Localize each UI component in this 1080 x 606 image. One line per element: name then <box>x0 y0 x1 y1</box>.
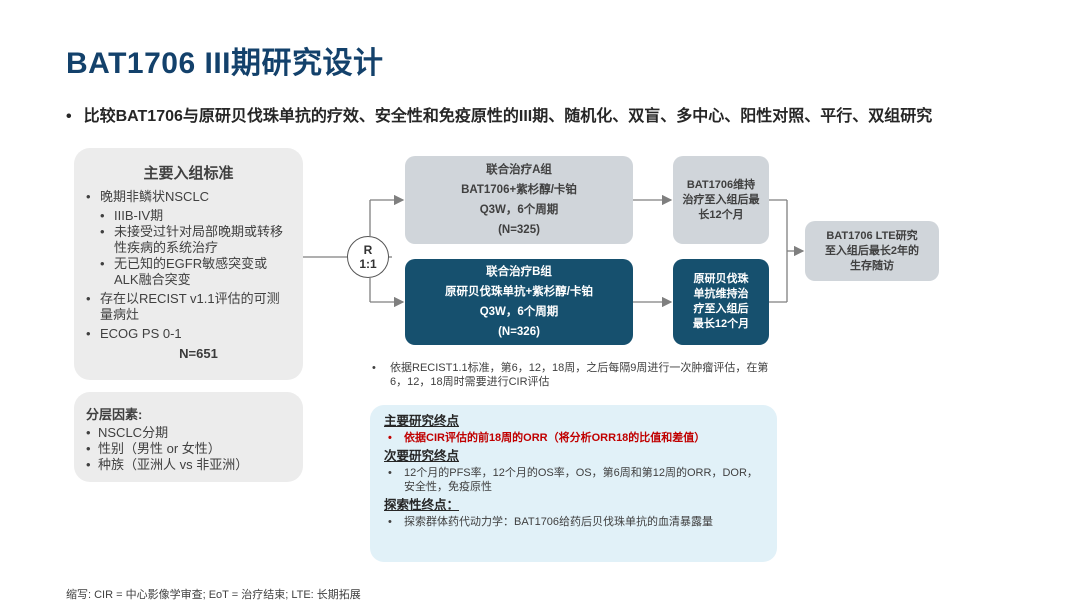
abbreviations-footnote: 缩写: CIR = 中心影像学审查; EoT = 治疗结束; LTE: 长期拓展 <box>66 589 361 601</box>
arm-a-schedule: Q3W，6个周期 <box>479 204 559 216</box>
randomization-label: R <box>363 243 373 257</box>
randomization-ratio: 1:1 <box>359 257 377 271</box>
maintenance-a-line: 长12个月 <box>698 208 744 221</box>
maintenance-a-line: 治疗至入组后最 <box>682 193 760 206</box>
arm-a-box: 联合治疗A组 BAT1706+紫杉醇/卡铂 Q3W，6个周期 (N=325) <box>405 156 633 244</box>
maintenance-b-line: 单抗维持治 <box>693 288 749 300</box>
maintenance-b-box: 原研贝伐珠 单抗维持治 疗至入组后 最长12个月 <box>673 259 769 345</box>
arm-b-name: 联合治疗B组 <box>486 266 552 278</box>
stratification-title: 分层因素: <box>86 407 143 422</box>
arm-b-regimen: 原研贝伐珠单抗+紫杉醇/卡铂 <box>445 286 593 298</box>
primary-endpoint-title: 主要研究终点 <box>384 414 460 428</box>
criterion-subitem: IIIB-IV期 <box>86 208 291 224</box>
stratification-item: 性别（男性 or 女性） <box>86 441 291 457</box>
arm-a-count: (N=325) <box>498 224 540 236</box>
maintenance-a-box: BAT1706维持 治疗至入组后最 长12个月 <box>673 156 769 244</box>
assessment-note: 依据RECIST1.1标准，第6，12，18周，之后每隔9周进行一次肿瘤评估，在… <box>372 361 782 389</box>
study-summary-text: 比较BAT1706与原研贝伐珠单抗的疗效、安全性和免疫原性的III期、随机化、双… <box>83 108 933 125</box>
endpoints-panel: 主要研究终点 依据CIR评估的前18周的ORR（将分析ORR18的比值和差值） … <box>370 405 777 562</box>
arm-b-schedule: Q3W，6个周期 <box>479 306 559 318</box>
exploratory-endpoint-title: 探索性终点： <box>384 498 460 512</box>
criterion-item: 晚期非鳞状NSCLC <box>86 189 291 205</box>
inclusion-criteria-panel: 主要入组标准 晚期非鳞状NSCLC IIIB-IV期 未接受过针对局部晚期或转移… <box>74 148 303 380</box>
maintenance-b-line: 疗至入组后 <box>693 303 749 315</box>
study-summary: •比较BAT1706与原研贝伐珠单抗的疗效、安全性和免疫原性的III期、随机化、… <box>66 108 933 125</box>
criterion-subitem: 无已知的EGFR敏感突变或ALK融合突变 <box>86 256 291 288</box>
maintenance-b-line: 原研贝伐珠 <box>693 273 749 285</box>
arm-a-regimen: BAT1706+紫杉醇/卡铂 <box>461 184 577 196</box>
arm-b-count: (N=326) <box>498 326 540 338</box>
arm-a-name: 联合治疗A组 <box>486 164 552 176</box>
primary-endpoint-item: 依据CIR评估的前18周的ORR（将分析ORR18的比值和差值） <box>384 431 763 445</box>
lte-study-box: BAT1706 LTE研究 至入组后最长2年的 生存随访 <box>805 221 939 281</box>
stratification-panel: 分层因素: NSCLC分期 性别（男性 or 女性） 种族（亚洲人 vs 非亚洲… <box>74 392 303 482</box>
lte-line: 至入组后最长2年的 <box>824 244 920 257</box>
secondary-endpoint-item: 12个月的PFS率，12个月的OS率，OS，第6周和第12周的ORR，DOR，安… <box>384 466 763 494</box>
exploratory-endpoint-item: 探索群体药代动力学：BAT1706给药后贝伐珠单抗的血清暴露量 <box>384 515 763 529</box>
lte-line: BAT1706 LTE研究 <box>826 229 918 242</box>
total-enrollment: N=651 <box>179 346 218 361</box>
arm-b-box: 联合治疗B组 原研贝伐珠单抗+紫杉醇/卡铂 Q3W，6个周期 (N=326) <box>405 259 633 345</box>
criterion-subitem: 未接受过针对局部晚期或转移性疾病的系统治疗 <box>86 224 291 256</box>
maintenance-b-line: 最长12个月 <box>692 318 750 330</box>
randomization-node: R 1:1 <box>347 236 389 278</box>
criterion-item: 存在以RECIST v1.1评估的可测量病灶 <box>86 291 291 323</box>
lte-line: 生存随访 <box>850 259 894 272</box>
page-title: BAT1706 III期研究设计 <box>66 47 384 80</box>
inclusion-criteria-title: 主要入组标准 <box>143 165 234 182</box>
secondary-endpoint-title: 次要研究终点 <box>384 449 460 463</box>
stratification-item: NSCLC分期 <box>86 425 291 441</box>
criterion-item: ECOG PS 0-1 <box>86 326 291 342</box>
stratification-item: 种族（亚洲人 vs 非亚洲） <box>86 457 291 473</box>
maintenance-a-line: BAT1706维持 <box>686 178 756 191</box>
